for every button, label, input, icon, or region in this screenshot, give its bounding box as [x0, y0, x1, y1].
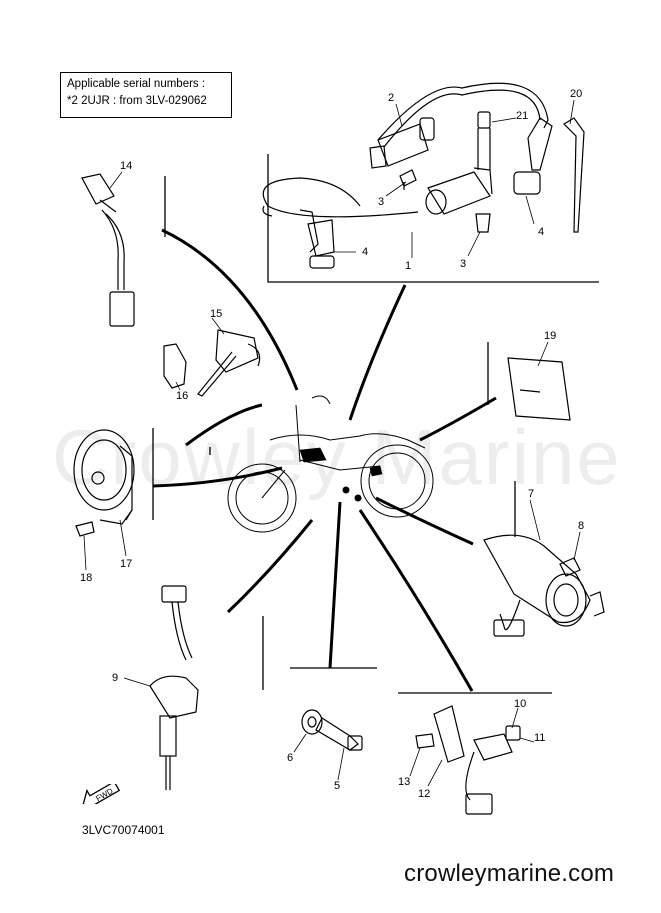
callout-3b: 3 [460, 258, 467, 270]
callout-17: 17 [120, 558, 133, 570]
site-footer: crowleymarine.com [404, 860, 615, 887]
callout-10: 10 [514, 698, 527, 710]
watermark: Crowley Marine [52, 413, 622, 501]
callout-20: 20 [570, 88, 583, 100]
fwd-arrow-icon: FWD [80, 784, 120, 804]
callout-5: 5 [334, 780, 341, 792]
ignition-coil-assembly [262, 82, 585, 269]
callout-leaders [83, 99, 581, 787]
document-code: 3LVC70074001 [82, 823, 165, 837]
leader-lines [152, 228, 497, 692]
callout-14: 14 [120, 160, 133, 172]
callout-19: 19 [544, 330, 557, 342]
callout-1: 1 [405, 260, 412, 272]
callout-13: 13 [398, 776, 411, 788]
callout-12: 12 [418, 788, 431, 800]
serial-line-2: *2 2UJR : from 3LV-029062 [67, 95, 207, 107]
serial-line-1: Applicable serial numbers : [67, 78, 206, 90]
horn-17-18 [73, 429, 135, 537]
callout-11: 11 [534, 732, 546, 744]
callout-4a: 4 [362, 246, 369, 258]
callout-3a: 3 [378, 196, 385, 208]
callout-2: 2 [388, 92, 395, 104]
callout-15: 15 [210, 308, 223, 320]
callout-6: 6 [287, 752, 294, 764]
callout-8: 8 [578, 520, 585, 532]
serial-numbers-box: Applicable serial numbers : *2 2UJR : fr… [60, 72, 232, 118]
callout-16: 16 [176, 390, 189, 402]
motorcycle-outline [227, 395, 434, 533]
reflector-19 [507, 357, 571, 421]
main-switch-7-8 [483, 534, 605, 637]
callout-4b: 4 [538, 226, 545, 238]
switch-14 [81, 173, 135, 327]
switch-9 [149, 585, 199, 790]
callout-9: 9 [112, 672, 119, 684]
lock-15-16 [163, 329, 261, 397]
relay-10-13 [415, 705, 521, 815]
callout-21: 21 [516, 110, 529, 122]
bolt-5-washer-6 [301, 709, 363, 751]
group-frames [152, 154, 599, 694]
callout-7: 7 [528, 488, 535, 500]
callout-18: 18 [80, 572, 93, 584]
